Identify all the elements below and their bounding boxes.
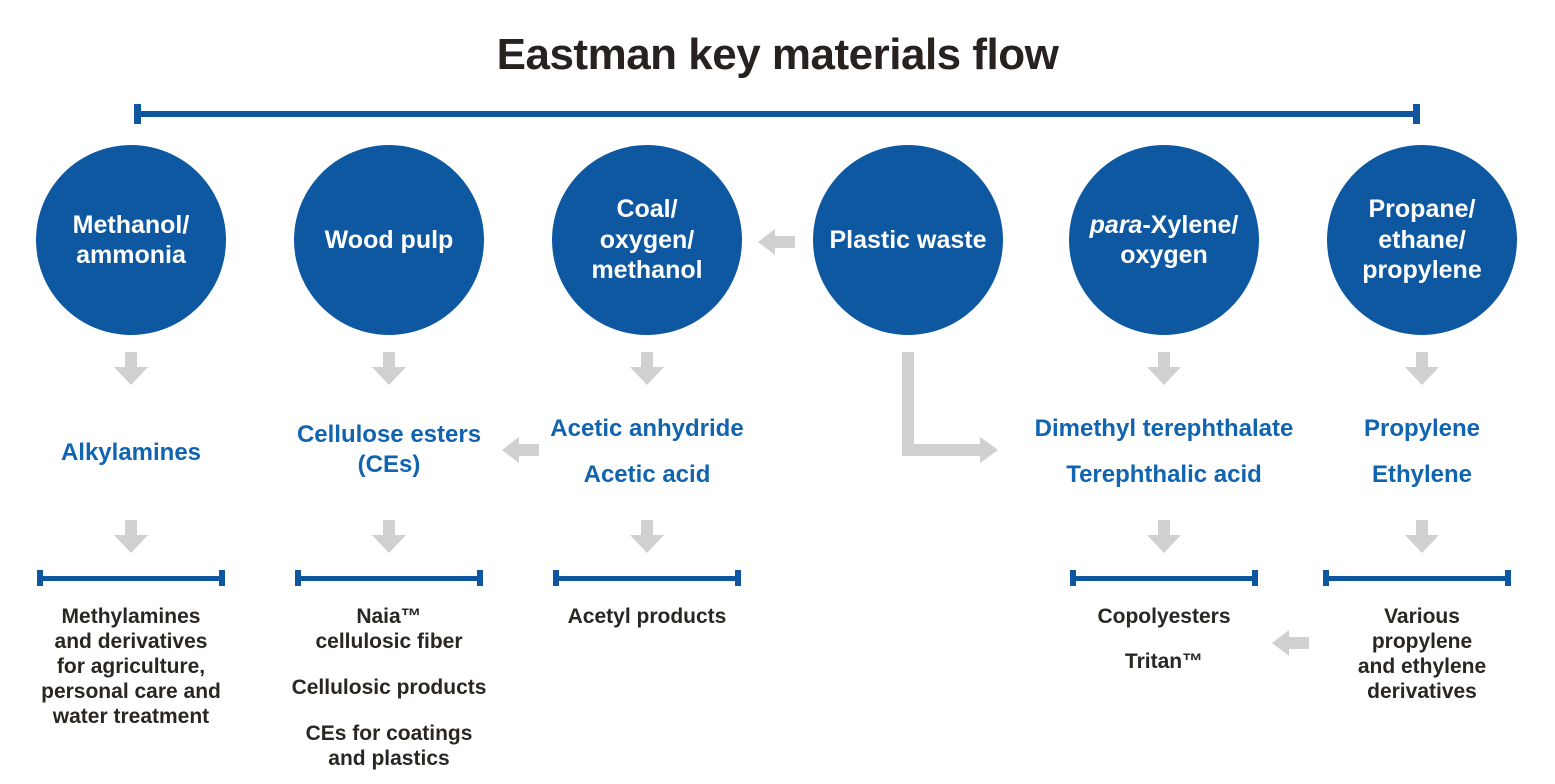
products-copolyesters: Copolyesters Tritan™ (1039, 604, 1289, 674)
bracket-tick-right (1413, 104, 1420, 124)
down-arrow-icon (1147, 520, 1181, 553)
product-bracket (1070, 570, 1258, 586)
top-span-bracket (134, 104, 1420, 124)
bracket-tick-left (134, 104, 141, 124)
product-item: Tritan™ (1124, 650, 1204, 673)
circle-label: para-Xylene/ oxygen (1089, 210, 1239, 270)
product-item: Copolyesters (1097, 605, 1231, 628)
down-arrow-icon (372, 352, 406, 385)
product-bracket (37, 570, 225, 586)
circle-label: Plastic waste (829, 225, 987, 254)
circle-label: Propane/ethane/propylene (1362, 195, 1482, 285)
label-propylene: Propylene (1363, 415, 1481, 442)
down-arrow-icon (114, 520, 148, 553)
circle-label: Wood pulp (324, 225, 454, 254)
label-acetic-anhydride: Acetic anhydride (550, 415, 744, 442)
product-bracket (295, 570, 483, 586)
label-terephthalic-acid: Terephthalic acid (1066, 461, 1262, 488)
product-bracket (553, 570, 741, 586)
left-arrow-icon (758, 229, 795, 255)
circle-label: Coal/oxygen/methanol (591, 195, 703, 285)
down-arrow-icon (630, 520, 664, 553)
down-arrow-icon (630, 352, 664, 385)
circle-methanol-ammonia: Methanol/ammonia (36, 145, 226, 335)
down-arrow-icon (1405, 352, 1439, 385)
circle-plastic-waste: Plastic waste (813, 145, 1003, 335)
product-bracket (1323, 570, 1511, 586)
left-arrow-icon (1272, 630, 1309, 656)
product-item: Cellulosic products (291, 676, 487, 699)
label-ethylene: Ethylene (1371, 461, 1473, 488)
circle-coal-oxygen-methanol: Coal/oxygen/methanol (552, 145, 742, 335)
circle-para-xylene-oxygen: para-Xylene/ oxygen (1069, 145, 1259, 335)
product-item: Acetyl products (567, 605, 727, 628)
products-acetyl: Acetyl products (522, 604, 772, 629)
left-arrow-icon (502, 437, 539, 463)
label-acetic-acid: Acetic acid (583, 461, 711, 488)
down-arrow-icon (372, 520, 406, 553)
down-arrow-icon (114, 352, 148, 385)
down-arrow-icon (1147, 352, 1181, 385)
label-cellulose-esters: Cellulose esters(CEs) (296, 421, 482, 478)
circle-wood-pulp: Wood pulp (294, 145, 484, 335)
circle-label: Methanol/ammonia (72, 210, 190, 270)
page-title: Eastman key materials flow (496, 30, 1059, 79)
down-arrow-icon (1405, 520, 1439, 553)
label-dimethyl-terephthalate: Dimethyl terephthalate (1034, 415, 1294, 442)
bracket-bar (141, 111, 1413, 117)
circle-propane-ethane-propylene: Propane/ethane/propylene (1327, 145, 1517, 335)
label-alkylamines: Alkylamines (60, 439, 202, 466)
